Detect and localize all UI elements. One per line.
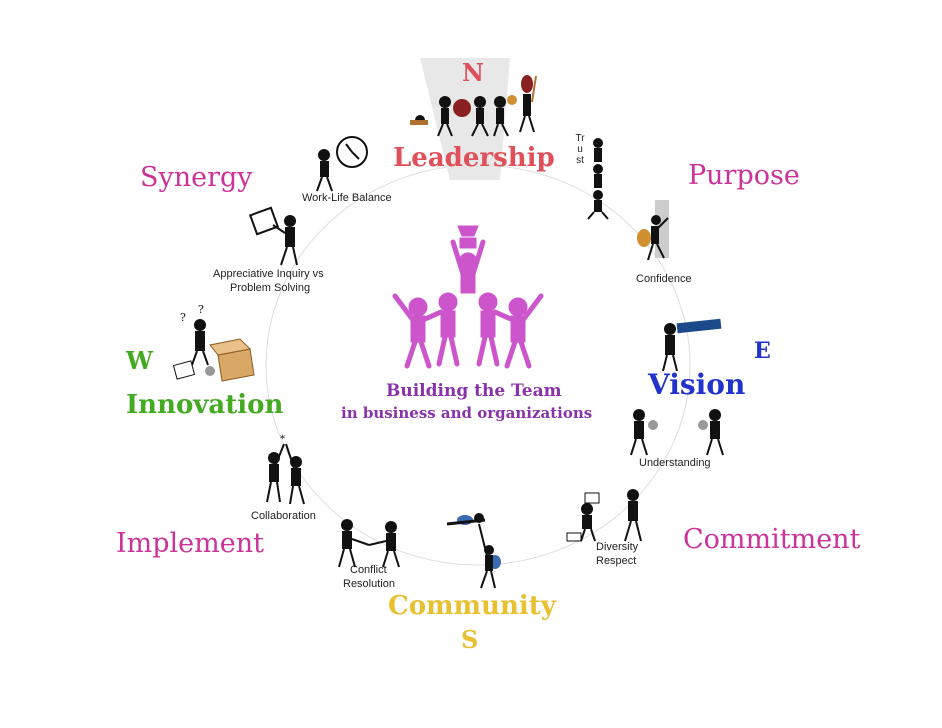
label-resolution: Resolution — [343, 578, 395, 590]
work-life-clock-illustration — [316, 136, 368, 192]
value-innovation: Innovation — [126, 390, 284, 420]
label-understanding: Understanding — [639, 457, 711, 469]
collaboration-highfive-illustration: * — [266, 434, 305, 505]
value-community: Community — [388, 591, 556, 621]
value-purpose: Purpose — [688, 160, 800, 191]
label-respect: Respect — [596, 555, 637, 567]
value-vision: Vision — [648, 368, 746, 401]
svg-text:?: ? — [198, 303, 204, 316]
value-leadership: Leadership — [393, 143, 555, 173]
label-work-life-balance: Work-Life Balance — [302, 192, 392, 204]
compass-north: N — [462, 58, 484, 87]
center-subtitle: in business and organizations — [341, 404, 593, 422]
value-synergy: Synergy — [140, 162, 253, 193]
value-implement: Implement — [116, 528, 264, 559]
compass-south: S — [461, 625, 479, 654]
center-title: Building the Team — [386, 381, 562, 401]
understanding-pair-illustration — [630, 409, 724, 456]
label-trust: Trust — [575, 133, 585, 166]
value-commitment: Commitment — [683, 524, 861, 555]
community-climbers-illustration — [446, 513, 501, 589]
label-collaboration: Collaboration — [251, 510, 316, 522]
vision-telescope-illustration — [662, 318, 722, 372]
label-problem-solving: Problem Solving — [230, 282, 311, 294]
label-diversity: Diversity — [596, 541, 639, 553]
svg-text:?: ? — [180, 311, 186, 324]
conflict-resolution-handshake-illustration — [338, 519, 400, 568]
compass-west: W — [126, 346, 153, 375]
label-appreciative-inquiry: Appreciative Inquiry vs — [213, 268, 324, 280]
label-conflict: Conflict — [350, 564, 387, 576]
innovation-box-illustration: ?? — [172, 303, 255, 382]
confidence-climber-illustration — [637, 215, 669, 261]
center-team-illustration — [392, 225, 544, 369]
leadership-backdrop — [420, 58, 510, 180]
compass-east: E — [754, 338, 771, 364]
trust-acrobats-illustration — [587, 138, 609, 220]
svg-text:*: * — [280, 434, 285, 445]
appreciative-inquiry-illustration — [248, 206, 298, 266]
label-confidence: Confidence — [636, 273, 692, 285]
marching-band-illustration — [410, 75, 537, 137]
diversity-respect-illustration — [566, 489, 642, 542]
